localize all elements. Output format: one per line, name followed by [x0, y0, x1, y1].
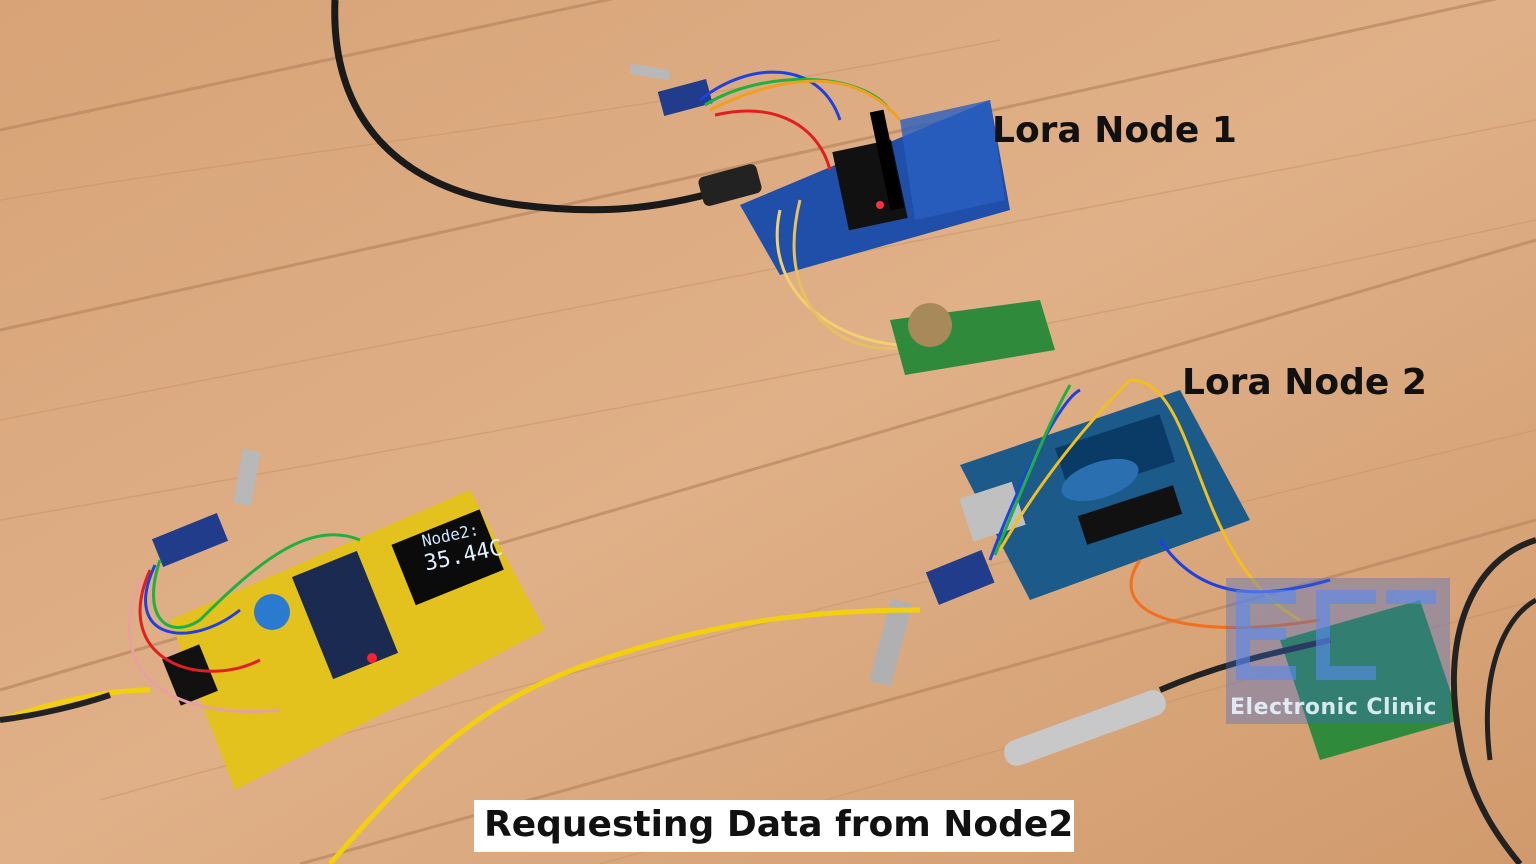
caption-background	[474, 800, 1074, 852]
node2-board	[959, 390, 1250, 600]
node2-label: Lora Node 2	[1182, 362, 1427, 403]
power-cable	[331, 0, 742, 214]
antenna-wire	[0, 607, 921, 864]
oled-display	[391, 509, 504, 606]
node2-lora-module	[925, 549, 995, 605]
gateway-board	[162, 490, 545, 790]
watermark-text: Electronic Clinic	[1230, 695, 1437, 720]
node1-board	[740, 100, 1010, 275]
node1-lora-module	[657, 78, 713, 117]
gateway-lora-module	[151, 512, 229, 568]
caption-text: Requesting Data from Node2	[484, 804, 1074, 845]
node1-label: Lora Node 1	[992, 110, 1237, 151]
temperature-probe	[1004, 690, 1166, 766]
electronic-clinic-logo	[1226, 578, 1450, 724]
